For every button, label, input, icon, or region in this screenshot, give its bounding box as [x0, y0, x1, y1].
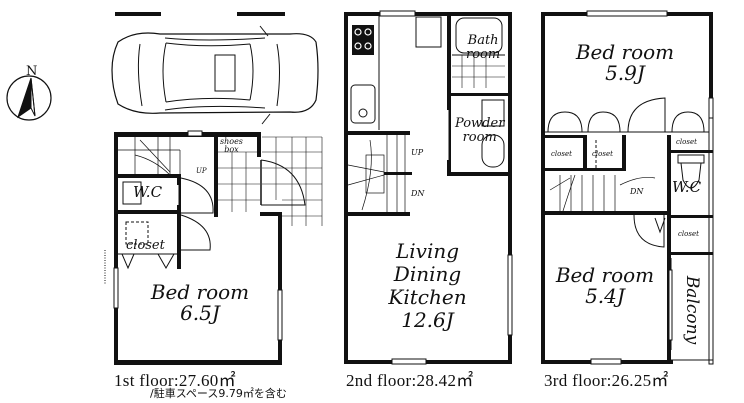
- closet-label-3f-c: closet: [676, 138, 697, 146]
- closet-label-3f-a: closet: [551, 150, 572, 158]
- shoes-box-label: shoes box: [220, 137, 243, 154]
- stair-dn-label-3f: DN: [630, 187, 644, 196]
- first-floor-plan: [104, 130, 323, 365]
- ldk-label: Living Dining Kitchen 12.6J: [388, 239, 467, 332]
- parking-car-icon: [111, 12, 319, 125]
- stair-up-label-1f: UP: [196, 167, 207, 175]
- stair-up-label-2f: UP: [411, 148, 424, 157]
- balcony-label: Balcony: [682, 275, 702, 345]
- powder-room-label: Powder room: [455, 116, 505, 145]
- second-floor-area: 2nd floor:28.42㎡: [346, 371, 474, 390]
- first-floor-area: 1st floor:27.60㎡: [114, 371, 236, 390]
- third-floor-area: 3rd floor:26.25㎡: [544, 371, 669, 390]
- closet-label-1f: closet: [126, 238, 165, 253]
- third-floor-plan: [541, 10, 714, 365]
- bedroom-1f-label: Bed room 6.5J: [150, 280, 250, 325]
- wc-label-3f: W.C: [672, 178, 702, 196]
- wc-label-1f: W.C: [133, 183, 163, 201]
- stair-dn-label-2f: DN: [411, 189, 425, 198]
- bedroom-5-4-label: Bed room 5.4J: [555, 263, 655, 308]
- parking-note: /駐車スペース9.79㎡を含む: [150, 387, 287, 400]
- compass-label: N: [26, 64, 38, 79]
- closet-label-3f-d: closet: [678, 230, 699, 238]
- bath-room-label: Bath room: [466, 33, 501, 62]
- closet-label-3f-b: closet: [592, 150, 613, 158]
- bedroom-5-9-label: Bed room 5.9J: [575, 40, 675, 85]
- second-floor-plan: [344, 10, 513, 365]
- north-arrow-icon: [6, 75, 52, 121]
